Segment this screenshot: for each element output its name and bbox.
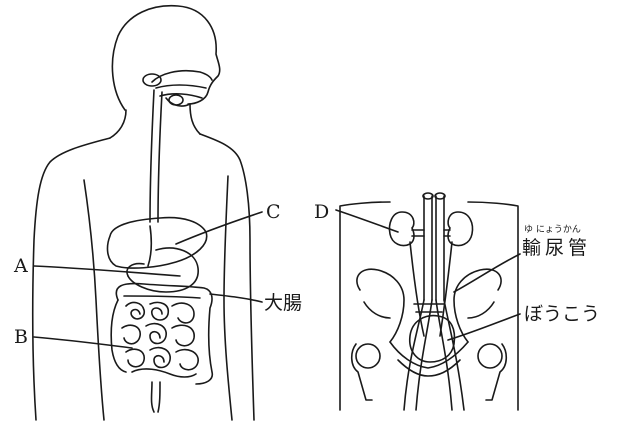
small-intestine	[122, 302, 198, 377]
leader-line-large-intestine	[210, 294, 262, 302]
label-b: B	[14, 326, 28, 348]
kidney-right	[448, 212, 472, 246]
label-bladder: ぼうこう	[524, 303, 600, 325]
leader-line-a	[34, 266, 180, 276]
label-ureter: 輸尿管	[522, 237, 591, 259]
leader-line-b	[34, 337, 132, 348]
label-c: C	[266, 201, 281, 223]
esophagus	[150, 90, 154, 222]
kidney-left	[390, 212, 415, 246]
label-ureter-ruby: ゆ にょうかん	[524, 224, 581, 235]
torso-outline	[33, 138, 110, 420]
pelvic-bone	[357, 269, 404, 342]
label-a: A	[13, 255, 28, 277]
leader-line-d	[336, 210, 398, 232]
bladder	[410, 316, 455, 362]
neck-outline	[110, 110, 126, 138]
label-d: D	[314, 201, 329, 223]
liver	[108, 218, 207, 268]
human-torso-figure	[33, 6, 254, 420]
leader-line-ureter	[454, 254, 520, 292]
pelvis-figure	[340, 193, 518, 410]
label-large-intestine: 大腸	[264, 292, 302, 314]
